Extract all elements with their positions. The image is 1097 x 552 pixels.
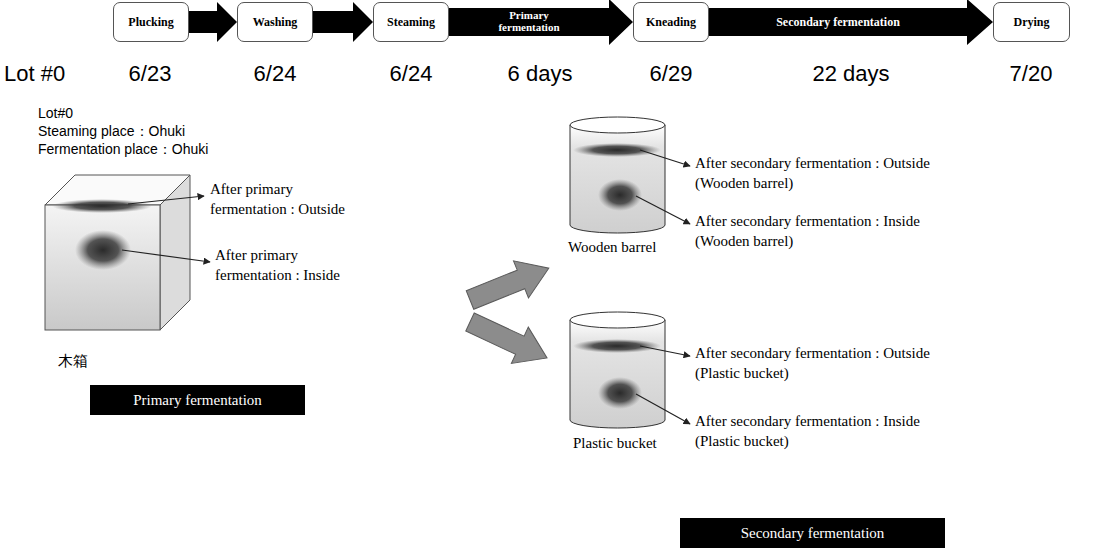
process-box: Washing: [237, 2, 313, 42]
box-front: [45, 205, 160, 330]
node-text: Steaming: [387, 15, 435, 30]
annotation-label: After secondary fermentation : Outside (…: [695, 344, 965, 383]
annotation-label: After secondary fermentation : Inside (W…: [695, 212, 965, 251]
annotation-label: Fermentation place：Ohuki: [38, 140, 208, 158]
node-text: Secondary fermentation: [741, 525, 885, 542]
date-label: 6/29: [650, 60, 693, 89]
surface-spot: [573, 339, 661, 353]
process-box: Steaming: [373, 2, 449, 42]
node-text: Kneading: [646, 15, 696, 30]
stage-arrow: [449, 0, 633, 45]
date-label: Lot #0: [4, 60, 65, 89]
barrel-rim: [570, 117, 665, 133]
leader-line: [636, 394, 690, 424]
annotation-label: 木箱: [58, 352, 88, 372]
surface-spot: [52, 199, 152, 213]
inner-spot: [598, 179, 642, 211]
leader-line: [640, 150, 690, 166]
stage-arrow: [709, 0, 993, 45]
surface-spot: [573, 143, 661, 157]
node-text: Plucking: [128, 15, 173, 30]
annotation-label: Steaming place：Ohuki: [38, 122, 185, 140]
transfer-arrow: [462, 304, 556, 376]
plastic-bucket: [570, 312, 665, 428]
node-text: Primary fermentation: [133, 392, 262, 409]
connector-label: Primary fermentation: [489, 10, 569, 33]
connector-label: Secondary fermentation: [776, 16, 900, 29]
process-box: Kneading: [633, 2, 709, 42]
node-text: Washing: [253, 15, 298, 30]
annotation-label: Wooden barrel: [568, 238, 656, 258]
date-label: 6/24: [254, 60, 297, 89]
stage-banner: Secondary fermentation: [680, 518, 945, 548]
barrel-body: [570, 125, 665, 233]
flow-arrow: [189, 2, 237, 42]
process-box: Plucking: [113, 2, 189, 42]
transfer-arrow: [463, 250, 557, 319]
wooden-box: [45, 175, 190, 330]
date-label: 6/23: [129, 60, 172, 89]
leader-line: [128, 196, 204, 204]
date-label: 6 days: [508, 60, 573, 89]
leader-line: [122, 250, 210, 262]
process-box: Drying: [993, 2, 1070, 42]
annotation-label: Lot#0: [38, 104, 73, 122]
inner-spot: [598, 377, 642, 409]
leader-line: [640, 346, 690, 356]
annotation-label: Plastic bucket: [573, 434, 657, 454]
flow-arrow: [313, 2, 373, 42]
annotation-label: After secondary fermentation : Inside (P…: [695, 412, 965, 451]
stage-banner: Primary fermentation: [90, 385, 305, 415]
leader-line: [636, 196, 690, 224]
date-label: 22 days: [812, 60, 889, 89]
node-text: Drying: [1014, 15, 1050, 30]
date-label: 7/20: [1010, 60, 1053, 89]
annotation-label: After primary fermentation : Inside: [215, 246, 365, 285]
annotation-label: After secondary fermentation : Outside (…: [695, 154, 965, 193]
annotation-label: After primary fermentation : Outside: [210, 180, 360, 219]
date-label: 6/24: [390, 60, 433, 89]
wooden-barrel: [570, 117, 665, 233]
bucket-body: [570, 320, 665, 428]
bucket-rim: [570, 312, 665, 328]
